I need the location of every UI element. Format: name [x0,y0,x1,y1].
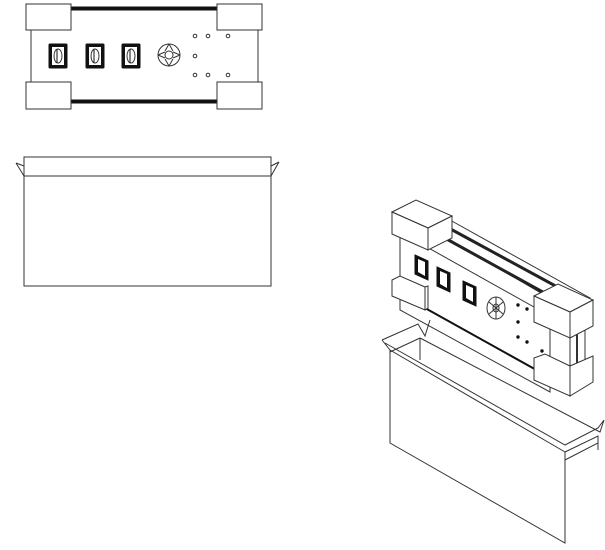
isometric-view [381,199,605,544]
corner-protector [390,199,454,251]
corner-protector [391,275,429,311]
corner-protector [25,3,72,31]
corner-protector [532,283,595,339]
top-rail [69,6,218,11]
connector-icon [121,43,141,69]
fan-icon [486,296,506,320]
mounting-holes [516,303,544,353]
top-view-device [25,3,263,110]
corner-protector [25,81,72,110]
corner-protector [216,81,263,110]
open-box-front-view [15,156,280,287]
box-flaps [381,319,605,446]
box-left-flap [15,162,25,177]
corner-protector [216,3,263,31]
box-right-flap [270,161,280,177]
connector-icon [436,266,451,293]
box-back-flap [23,156,272,177]
fan-icon [157,43,181,67]
box-front [23,175,272,287]
connector-icon [48,43,68,69]
connector-icon [85,43,105,69]
corner-protector [533,353,594,397]
connector-icon [462,280,477,307]
open-box-iso [381,319,605,544]
bottom-rail [69,99,218,104]
connector-icon [414,254,429,281]
mounting-holes [192,33,231,78]
